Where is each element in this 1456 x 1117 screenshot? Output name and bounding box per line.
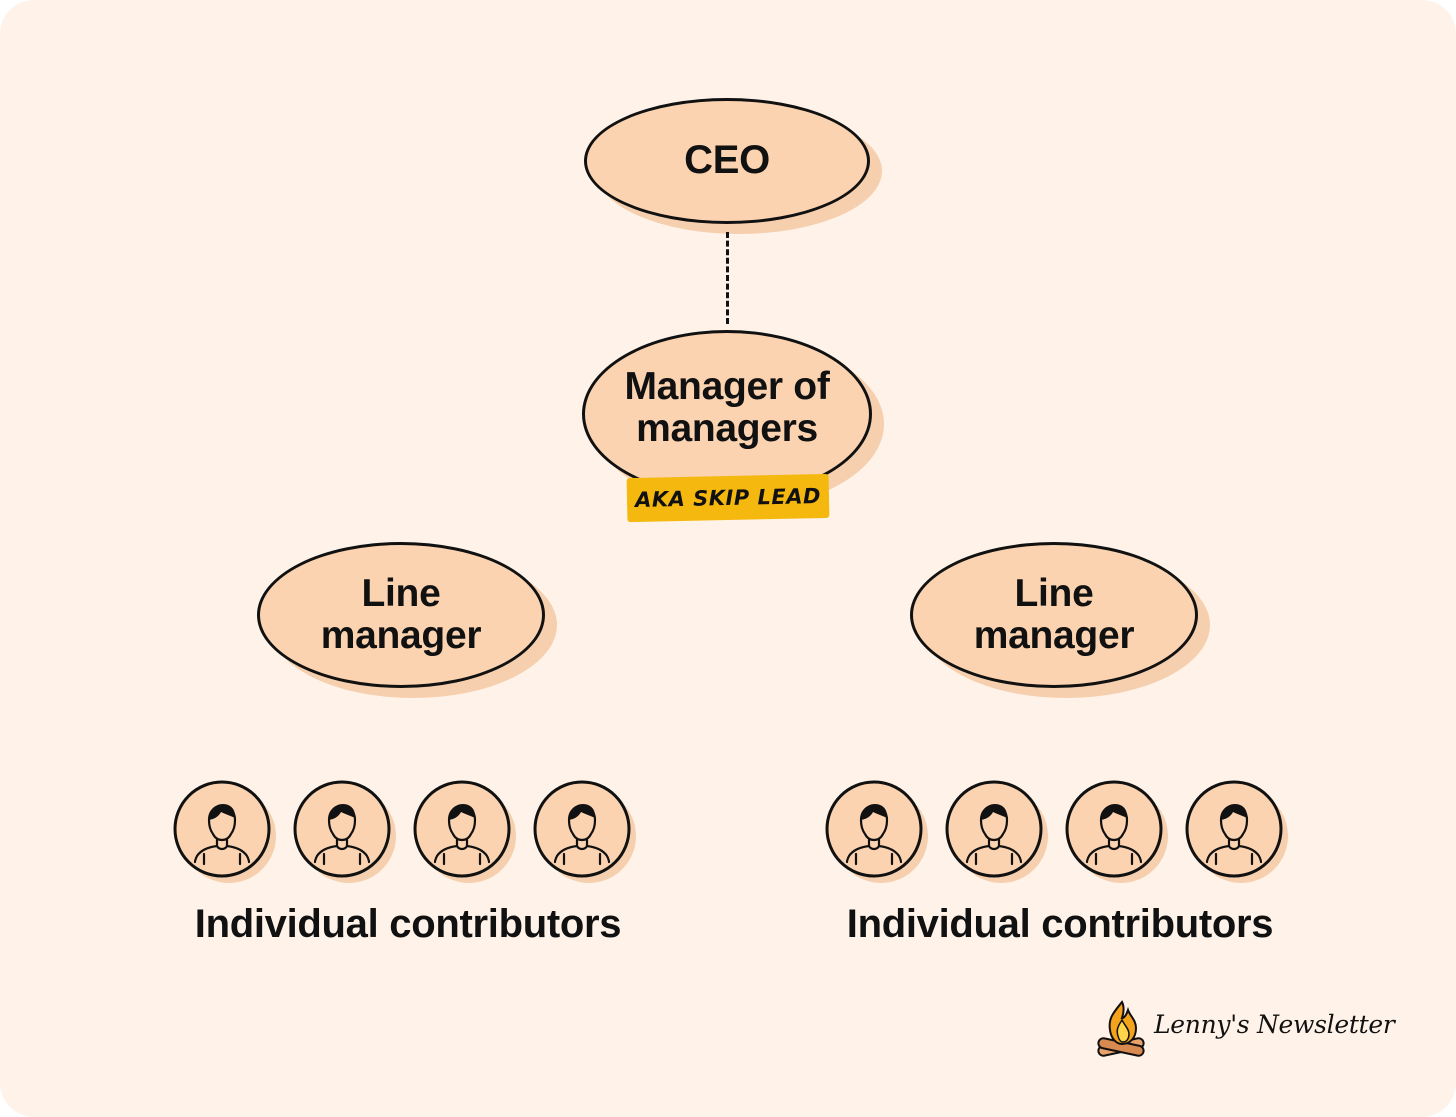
person-icon	[413, 780, 516, 883]
line-manager-node-right: Line manager	[910, 542, 1210, 698]
brand-logo: Lenny's Newsletter	[1094, 998, 1404, 1060]
line-manager-label-line1: Line	[1014, 571, 1094, 615]
person-icon	[1065, 780, 1168, 883]
ceo-node: CEO	[584, 98, 882, 234]
line-manager-node-left: Line manager	[257, 542, 557, 698]
ceo-label: CEO	[684, 138, 770, 183]
manager-of-managers-label-line2: managers	[636, 407, 818, 450]
skip-lead-tag: AKA SKIP LEAD	[626, 473, 830, 523]
person-icon	[173, 780, 276, 883]
dashed-connector	[726, 232, 729, 324]
person-icon	[825, 780, 928, 883]
brand-name: Lenny's Newsletter	[1154, 1010, 1395, 1039]
person-icon	[945, 780, 1048, 883]
manager-of-managers-node: Manager of managers	[582, 330, 884, 508]
team-label-left: Individual contributors	[194, 902, 622, 946]
manager-of-managers-label-line1: Manager of	[624, 364, 830, 408]
line-manager-label-line2: manager	[320, 614, 482, 657]
person-icon	[1185, 780, 1288, 883]
line-manager-label-line2: manager	[973, 614, 1135, 657]
line-manager-label-line1: Line	[361, 571, 441, 615]
team-label-right: Individual contributors	[846, 902, 1274, 946]
person-icon	[293, 780, 396, 883]
campfire-icon	[1097, 1000, 1145, 1057]
person-icon	[533, 780, 636, 883]
